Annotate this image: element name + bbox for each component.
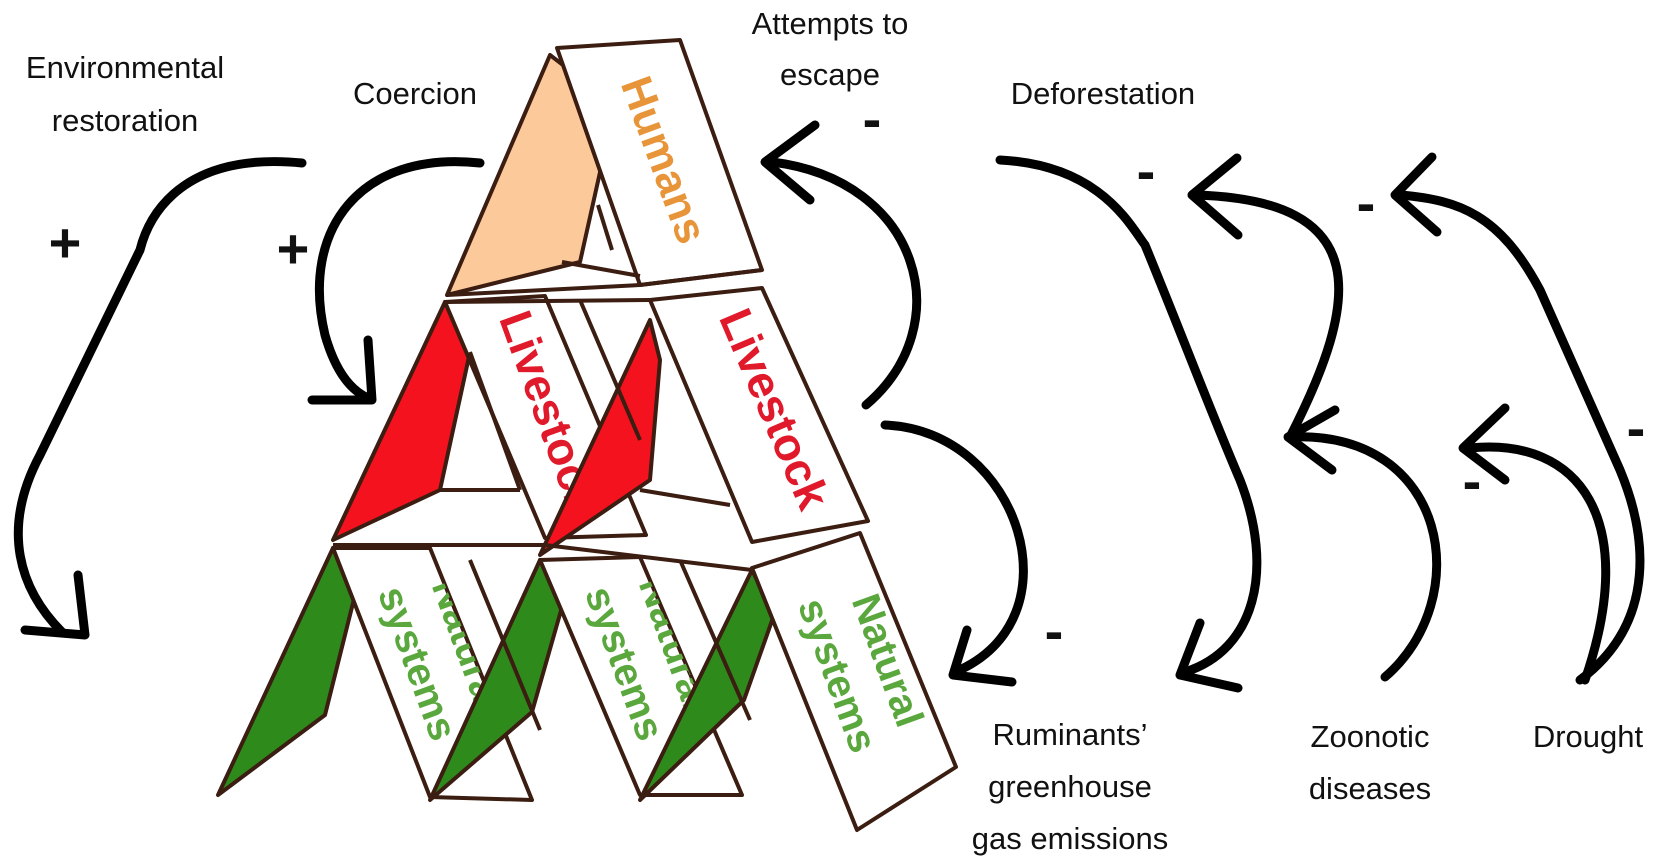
attempts-to-escape-arrowhead bbox=[760, 120, 820, 205]
humans-inner-edge bbox=[561, 260, 641, 278]
minus-sign: - bbox=[1045, 599, 1064, 662]
shelf-line bbox=[446, 268, 763, 297]
livestock-card-pair-right: Livestock bbox=[444, 286, 870, 557]
environmental-restoration-arrowhead bbox=[20, 570, 90, 640]
humans-inner-edge bbox=[596, 204, 614, 251]
drought-arrow-short bbox=[1465, 442, 1611, 685]
coercion-arrow bbox=[314, 157, 485, 403]
environmental-restoration-label-line2: restoration bbox=[52, 103, 198, 138]
ruminants-label-line2: greenhouse bbox=[988, 769, 1152, 804]
livestock-inner-edge bbox=[444, 298, 651, 304]
minus-sign: - bbox=[1627, 396, 1646, 459]
drought-arrowhead-mid bbox=[1458, 403, 1510, 485]
livestock-inner-edge bbox=[578, 299, 642, 441]
attempts-to-escape-arrow bbox=[767, 157, 922, 410]
plus-sign: + bbox=[49, 211, 82, 274]
signs: + + - - - - - - bbox=[49, 87, 1646, 662]
environmental-restoration-label-line1: Environmental bbox=[26, 50, 224, 85]
labels: Environmental restoration Coercion Attem… bbox=[26, 6, 1644, 856]
arrows bbox=[13, 120, 1645, 693]
natural-card-pair-left: Natural systems bbox=[216, 546, 534, 802]
natural-inner-edge bbox=[678, 559, 752, 721]
ruminants-label-line1: Ruminants’ bbox=[992, 717, 1147, 752]
attempts-to-escape-label-line2: escape bbox=[780, 57, 880, 92]
natural-card-front bbox=[750, 531, 958, 832]
deforestation-arrowhead bbox=[1175, 618, 1243, 693]
zoonotic-top-arrowhead bbox=[1187, 153, 1243, 240]
livestock-card-front bbox=[648, 286, 870, 544]
natural-inner-edge bbox=[468, 559, 542, 731]
environmental-restoration-arrow bbox=[13, 157, 307, 637]
livestock-card-back bbox=[331, 300, 472, 542]
minus-sign: - bbox=[1137, 139, 1156, 202]
shelf-line bbox=[333, 543, 753, 572]
attempts-to-escape-label-line1: Attempts to bbox=[752, 6, 909, 41]
drought-arrow-long bbox=[1395, 190, 1645, 685]
drought-arrowhead-top bbox=[1390, 152, 1442, 237]
natural-card-back bbox=[216, 546, 357, 797]
plus-sign: + bbox=[277, 217, 310, 280]
livestock-card-back bbox=[538, 318, 662, 557]
humans-card-pair: Humans bbox=[445, 38, 764, 297]
coercion-label: Coercion bbox=[353, 76, 477, 111]
drought-label: Drought bbox=[1533, 719, 1644, 754]
minus-sign: - bbox=[1357, 171, 1376, 234]
zoonotic-diseases-label-line1: Zoonotic bbox=[1311, 719, 1430, 754]
ruminants-arrow bbox=[880, 420, 1028, 677]
zoonotic-arrowhead bbox=[1283, 405, 1340, 475]
zoonotic-diseases-label-line2: diseases bbox=[1309, 771, 1431, 806]
zoonotic-top-arrow bbox=[1190, 190, 1344, 442]
deforestation-label: Deforestation bbox=[1011, 76, 1195, 111]
zoonotic-arrow bbox=[1285, 432, 1442, 682]
ruminants-label-line3: gas emissions bbox=[972, 821, 1168, 856]
minus-sign: - bbox=[1463, 449, 1482, 512]
minus-sign: - bbox=[863, 87, 882, 150]
deforestation-arrow bbox=[995, 155, 1262, 677]
ruminants-arrowhead bbox=[948, 625, 1017, 687]
coercion-arrowhead bbox=[307, 335, 377, 405]
card-pyramid: Humans Livestock Livestock bbox=[216, 38, 958, 832]
livestock-inner-edge bbox=[468, 351, 522, 491]
livestock-inner-edge bbox=[639, 488, 731, 507]
